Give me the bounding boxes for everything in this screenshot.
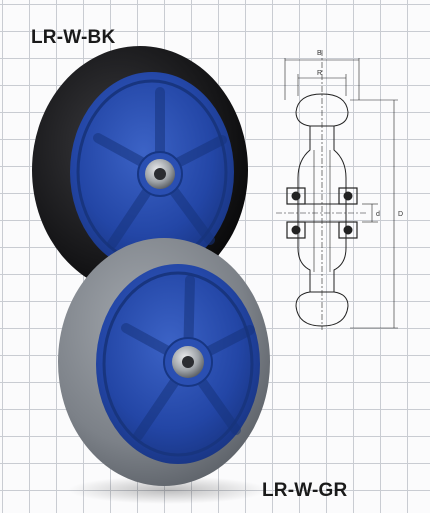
- dimension-d-large-label: D: [398, 211, 403, 218]
- cross-section-drawing: [276, 50, 398, 330]
- dimension-r-label: R: [317, 70, 322, 77]
- black-wheel: [32, 46, 248, 294]
- black-wheel-model-label: LR-W-BK: [31, 27, 116, 48]
- dimension-b-label: B: [317, 50, 322, 57]
- gray-wheel-model-label: LR-W-GR: [262, 480, 348, 501]
- gray-wheel: [58, 238, 270, 504]
- dimension-d-small-label: d: [376, 211, 380, 218]
